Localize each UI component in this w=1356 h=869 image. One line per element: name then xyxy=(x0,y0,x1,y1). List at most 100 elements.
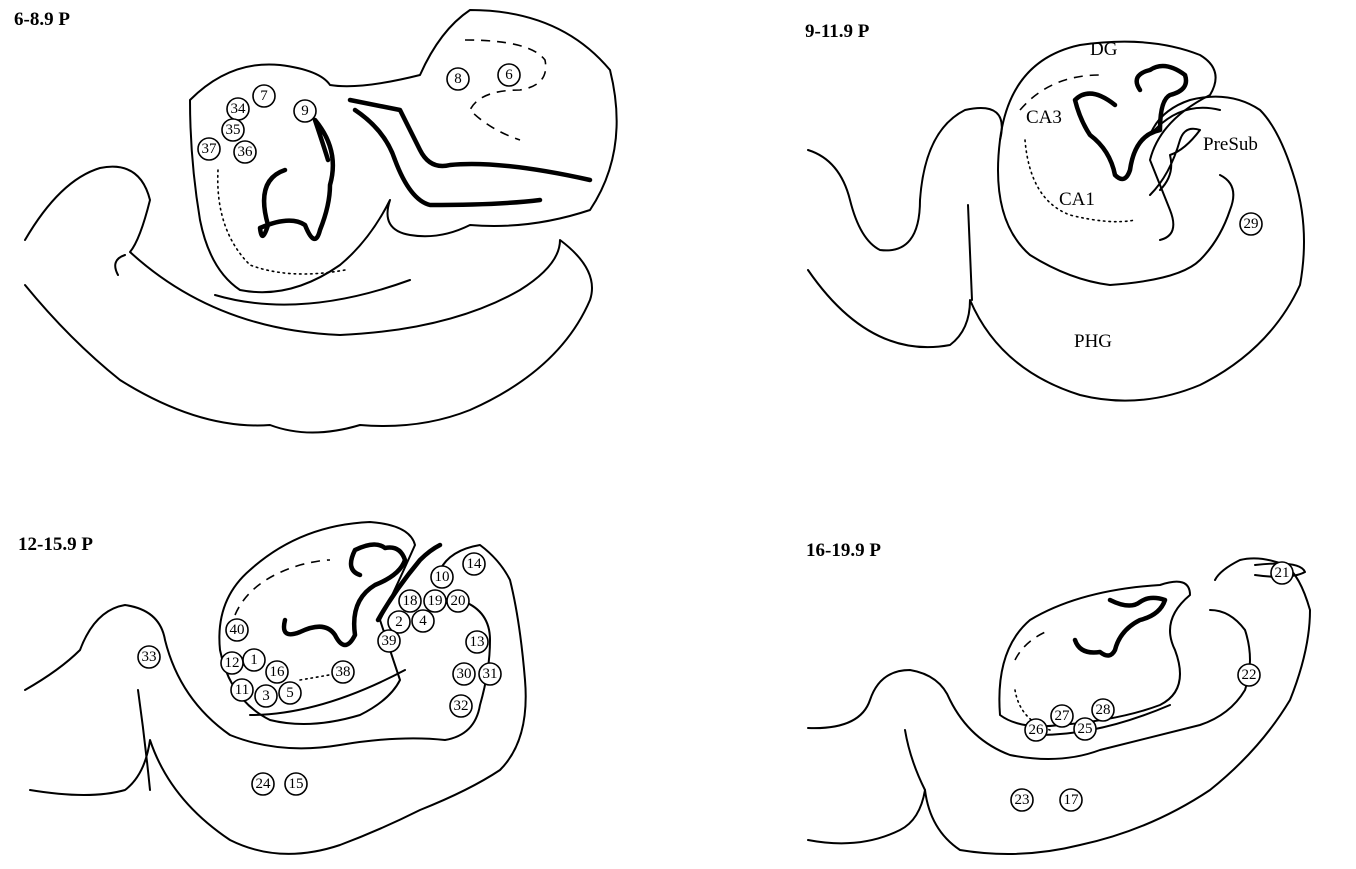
panel-2-dentate-gyrus xyxy=(1075,66,1186,179)
svg-text:17: 17 xyxy=(1064,792,1080,808)
svg-text:29: 29 xyxy=(1244,216,1259,232)
svg-text:40: 40 xyxy=(230,622,245,638)
svg-text:38: 38 xyxy=(336,664,351,680)
panel-4-site-21: 21 xyxy=(1271,562,1293,584)
panel-3-dashed-boundary xyxy=(235,560,330,615)
panel-2-midline xyxy=(968,205,972,300)
svg-text:36: 36 xyxy=(238,144,254,160)
panel-4-site-26: 26 xyxy=(1025,719,1047,741)
panel-3-site-20: 20 xyxy=(447,590,469,612)
svg-text:27: 27 xyxy=(1055,708,1071,724)
panel-4-title: 16-19.9 P xyxy=(806,540,881,561)
svg-text:5: 5 xyxy=(286,685,294,701)
svg-text:37: 37 xyxy=(202,141,218,157)
svg-text:18: 18 xyxy=(403,593,418,609)
svg-text:22: 22 xyxy=(1242,667,1257,683)
panel-1-inner-fold-line xyxy=(115,255,125,275)
panel-4-dashed-boundary xyxy=(1015,630,1050,660)
panel-4-site-22: 22 xyxy=(1238,664,1260,686)
panel-1: 6-8.9 P 7 34 9 35 37 36 8 6 xyxy=(14,9,617,433)
panel-1-site-6: 6 xyxy=(498,64,520,86)
svg-text:24: 24 xyxy=(256,776,272,792)
region-label-phg: PHG xyxy=(1074,331,1112,352)
panel-3-site-5: 5 xyxy=(279,682,301,704)
panel-3-title: 12-15.9 P xyxy=(18,534,93,555)
panel-1-site-34: 34 xyxy=(227,98,249,120)
panel-1-title: 6-8.9 P xyxy=(14,9,70,30)
region-label-ca1: CA1 xyxy=(1059,189,1095,210)
svg-text:25: 25 xyxy=(1078,721,1093,737)
panel-3-site-15: 15 xyxy=(285,773,307,795)
panel-2-presub-line xyxy=(1150,129,1200,195)
panel-4: 16-19.9 P 21 22 27 28 26 25 23 17 xyxy=(806,540,1310,854)
svg-text:31: 31 xyxy=(483,666,498,682)
panel-1-dentate-gyrus xyxy=(260,120,333,239)
panel-3-site-4: 4 xyxy=(412,610,434,632)
svg-text:8: 8 xyxy=(454,71,462,87)
panel-1-site-36: 36 xyxy=(234,141,256,163)
panel-3-site-30: 30 xyxy=(453,663,475,685)
panel-2-title: 9-11.9 P xyxy=(805,21,870,42)
panel-1-site-7: 7 xyxy=(253,85,275,107)
panel-3-site-40: 40 xyxy=(226,619,248,641)
panel-1-outer-brain-outline xyxy=(25,167,592,433)
panel-1-site-9: 9 xyxy=(294,100,316,122)
panel-3-site-38: 38 xyxy=(332,661,354,683)
panel-3-site-32: 32 xyxy=(450,695,472,717)
panel-3-site-24: 24 xyxy=(252,773,274,795)
svg-text:6: 6 xyxy=(505,67,513,83)
panel-4-site-25: 25 xyxy=(1074,718,1096,740)
svg-text:1: 1 xyxy=(250,652,258,668)
svg-text:39: 39 xyxy=(382,633,397,649)
panel-3-site-16: 16 xyxy=(266,661,288,683)
panel-3-site-13: 13 xyxy=(466,631,488,653)
panel-3-site-39: 39 xyxy=(378,630,400,652)
svg-text:14: 14 xyxy=(467,556,483,572)
panel-4-site-23: 23 xyxy=(1011,789,1033,811)
panel-2: 9-11.9 P DG CA3 PreSub CA1 PHG 29 xyxy=(805,21,1304,401)
svg-text:26: 26 xyxy=(1029,722,1045,738)
panel-3-site-33: 33 xyxy=(138,646,160,668)
panel-3-site-3: 3 xyxy=(255,685,277,707)
svg-text:20: 20 xyxy=(451,593,466,609)
svg-text:15: 15 xyxy=(289,776,304,792)
panel-4-inner-fold xyxy=(905,730,925,790)
panel-3-site-1: 1 xyxy=(243,649,265,671)
panel-3-midline xyxy=(138,690,150,790)
svg-text:2: 2 xyxy=(395,614,403,630)
svg-text:23: 23 xyxy=(1015,792,1030,808)
svg-text:9: 9 xyxy=(301,103,309,119)
svg-text:35: 35 xyxy=(226,122,241,138)
panel-1-site-37: 37 xyxy=(198,138,220,160)
svg-text:19: 19 xyxy=(428,593,443,609)
panel-1-dashed-boundary xyxy=(465,40,546,140)
svg-text:21: 21 xyxy=(1275,565,1290,581)
svg-text:4: 4 xyxy=(419,613,427,629)
svg-text:13: 13 xyxy=(470,634,485,650)
panel-3-site-12: 12 xyxy=(221,652,243,674)
region-label-dg: DG xyxy=(1090,39,1118,60)
panel-4-site-17: 17 xyxy=(1060,789,1082,811)
svg-text:28: 28 xyxy=(1096,702,1111,718)
svg-text:10: 10 xyxy=(435,569,450,585)
panel-4-site-27: 27 xyxy=(1051,705,1073,727)
svg-text:34: 34 xyxy=(231,101,247,117)
panel-3-site-31: 31 xyxy=(479,663,501,685)
svg-text:12: 12 xyxy=(225,655,240,671)
panel-1-site-8: 8 xyxy=(447,68,469,90)
panel-3-site-18: 18 xyxy=(399,590,421,612)
panel-2-site-29: 29 xyxy=(1240,213,1262,235)
region-label-presub: PreSub xyxy=(1203,134,1258,155)
svg-text:30: 30 xyxy=(457,666,472,682)
region-label-ca3: CA3 xyxy=(1026,107,1062,128)
panel-3: 12-15.9 P 10 14 18 19 20 2 4 40 39 13 33… xyxy=(18,522,526,854)
panel-1-ca-band xyxy=(355,110,540,205)
svg-text:3: 3 xyxy=(262,688,270,704)
svg-text:16: 16 xyxy=(270,664,286,680)
panel-4-site-28: 28 xyxy=(1092,699,1114,721)
svg-text:7: 7 xyxy=(260,88,268,104)
panel-1-sulcus-line xyxy=(215,280,410,305)
panel-3-site-11: 11 xyxy=(231,679,253,701)
panel-3-site-14: 14 xyxy=(463,553,485,575)
